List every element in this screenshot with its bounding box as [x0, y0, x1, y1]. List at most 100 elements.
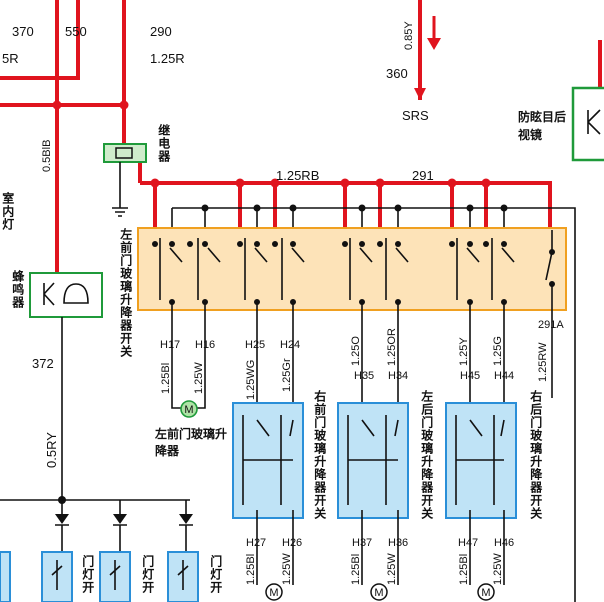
pin-h46: H46	[494, 537, 514, 549]
ground-wires	[171, 204, 576, 602]
pin-h16: H16	[195, 339, 215, 351]
junction-dot	[340, 178, 350, 188]
junction-dot	[481, 178, 491, 188]
pin-h37: H37	[352, 537, 372, 549]
label-370: 370	[12, 24, 34, 39]
motor-label: M	[184, 404, 193, 416]
label-290: 290	[150, 24, 172, 39]
door-switch-contacts	[242, 415, 505, 505]
label-05blb: 0.5BlB	[41, 140, 53, 172]
rear-motors: M M M	[265, 583, 495, 601]
pin-h35: H35	[354, 370, 374, 382]
pin-h27: H27	[246, 537, 266, 549]
door-switch-leads	[256, 510, 505, 585]
left-front-motor: M	[171, 395, 206, 418]
return-bus	[172, 207, 576, 602]
wire-label: 1.25Y	[458, 337, 470, 366]
junction-dot	[235, 178, 245, 188]
power-wires	[0, 0, 602, 290]
door-lamp-label-3: 门灯开	[208, 555, 223, 594]
wire-label: 1.25Bl	[350, 554, 362, 585]
wire-550	[0, 0, 80, 80]
junction-dot	[52, 100, 62, 110]
arrow-down-head	[427, 38, 441, 50]
junction-dot	[150, 178, 160, 188]
motor-label: M	[374, 587, 383, 599]
wire-labels: 370 550 5R 290 1.25R 0.85Y 360 SRS 0.5Bl…	[2, 21, 564, 468]
door-switch-boxes: M M M	[232, 402, 517, 601]
pin-h44: H44	[494, 370, 514, 382]
label-125rw: 1.25RW	[537, 342, 549, 382]
wire-color-labels: 1.25Bl 1.25W 1.25WG 1.25Gr 1.25O 1.25OR …	[160, 328, 504, 585]
door-lamp-label-1: 门灯开	[80, 555, 95, 594]
pin-h47: H47	[458, 537, 478, 549]
label-5r: 5R	[2, 51, 19, 66]
switch-panel-box	[137, 227, 567, 311]
pin-h36: H36	[388, 537, 408, 549]
motor-icon	[370, 583, 388, 601]
pin-h17: H17	[160, 339, 180, 351]
label-550: 550	[65, 24, 87, 39]
pin-h26: H26	[282, 537, 302, 549]
door-lamp-section	[0, 496, 199, 602]
buzzer	[29, 272, 103, 500]
pin-labels: H17 H16 H25 H24 H35 H34 H45 H44 H27 H26 …	[160, 339, 514, 549]
ground-symbol	[112, 207, 128, 217]
door-lamp-label-2: 门灯开	[140, 555, 155, 594]
wire-label: 1.25Bl	[458, 554, 470, 585]
diode-icon	[55, 514, 193, 524]
return-drops	[171, 208, 505, 230]
motor-icon	[180, 400, 198, 418]
pin-h34: H34	[388, 370, 408, 382]
wire-label: 1.25G	[492, 336, 504, 366]
left-rear-switch-label: 左后门玻璃升降器开关	[419, 390, 434, 520]
interior-lamp-label: 室内灯	[0, 192, 15, 231]
label-085y: 0.85Y	[403, 21, 415, 50]
right-front-switch-label: 右前门玻璃升降器开关	[312, 390, 327, 520]
mirror-label: 防眩目后视镜	[518, 110, 567, 142]
wire-label: 1.25Bl	[160, 363, 172, 394]
lamp-switch-contacts	[51, 560, 189, 590]
buzzer-label: 蜂鸣器	[10, 270, 25, 309]
left-front-regulator-label: 左前门玻璃升降器	[155, 427, 228, 458]
label-125rb: 1.25RB	[276, 168, 319, 183]
junction-dot	[447, 178, 457, 188]
buzzer-box	[29, 272, 103, 318]
relay-box	[103, 143, 147, 163]
buzzer-symbol	[43, 282, 55, 306]
mirror	[571, 86, 604, 162]
wire-label: 1.25OR	[386, 328, 398, 366]
mirror-symbol	[587, 109, 601, 135]
motor-icon	[265, 583, 283, 601]
diode-bars	[55, 524, 193, 552]
label-291: 291	[412, 168, 434, 183]
label-srs: SRS	[402, 108, 429, 123]
label-291a: 291A	[538, 319, 564, 331]
wire-label: 1.25W	[193, 362, 205, 394]
label-05ry: 0.5RY	[44, 432, 59, 468]
arrow-360	[414, 88, 426, 100]
pin-h25: H25	[245, 339, 265, 351]
motor-label: M	[481, 587, 490, 599]
motor-icon	[477, 583, 495, 601]
junction-dot	[270, 178, 280, 188]
junction-dot	[119, 100, 129, 110]
main-switch-panel	[137, 227, 567, 311]
relay	[103, 143, 147, 217]
wire-label: 1.25Gr	[281, 358, 293, 392]
switch-terminals	[152, 241, 555, 305]
junction-dot	[375, 178, 385, 188]
wire-label: 1.25W	[492, 553, 504, 585]
label-360: 360	[386, 66, 408, 81]
right-rear-switch-label: 右后门玻璃升降器开关	[528, 390, 543, 520]
pin-h45: H45	[460, 370, 480, 382]
panel-leads	[171, 302, 553, 405]
left-front-switch-label: 左前门玻璃升降器开关	[118, 228, 133, 358]
motor-label: M	[269, 587, 278, 599]
wire-label: 1.25WG	[245, 360, 257, 400]
relay-label: 继电器	[156, 124, 171, 163]
label-125r: 1.25R	[150, 51, 185, 66]
switch-contacts	[159, 230, 553, 310]
